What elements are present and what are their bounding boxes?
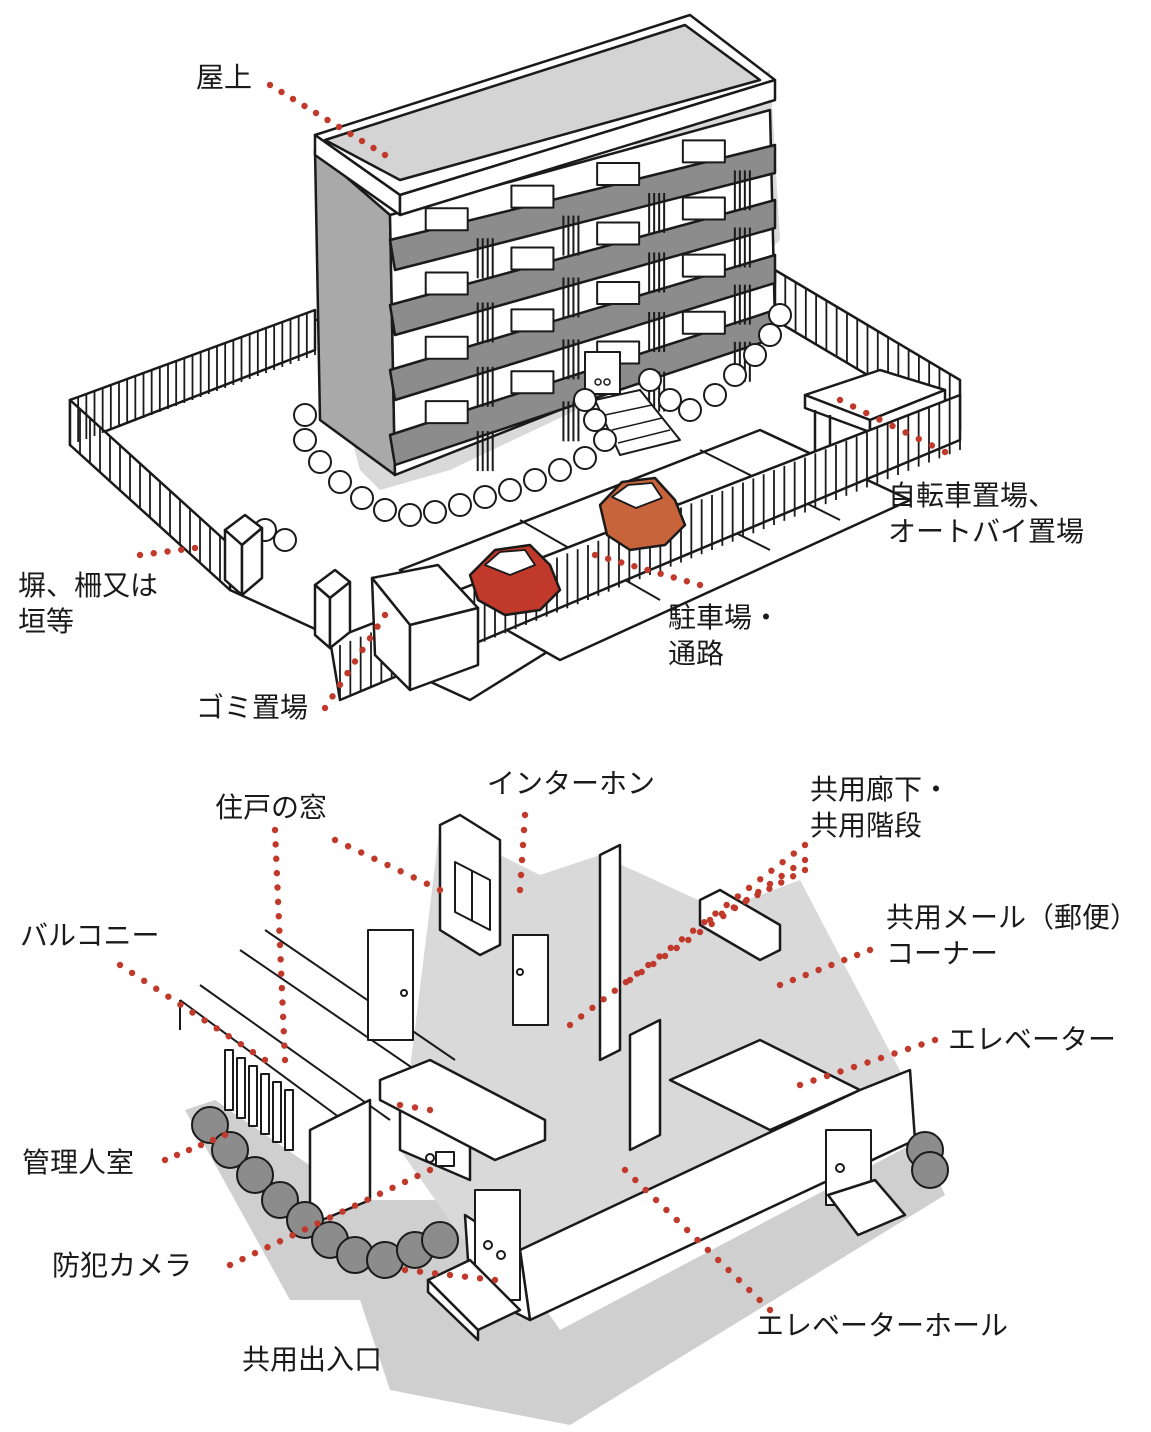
label-wall-fence-2: 垣等 — [18, 605, 75, 638]
label-intercom: インターホン — [487, 767, 656, 800]
fence-left — [68, 308, 317, 592]
label-parking-1: 駐車場・ — [668, 601, 781, 634]
label-rooftop: 屋上 — [196, 61, 253, 94]
label-corridor-1: 共用廊下・ — [810, 773, 951, 806]
floor-plan-illustration — [179, 813, 949, 1425]
label-manager-room: 管理人室 — [22, 1146, 135, 1179]
label-window: 住戸の窓 — [215, 791, 328, 824]
leader-lines — [116, 81, 949, 1314]
unit-window — [454, 861, 491, 931]
label-parking-2: 通路 — [668, 637, 725, 670]
label-wall-fence-1: 塀、柵又は — [18, 569, 159, 602]
door — [367, 929, 872, 1301]
label-balcony: バルコニー — [20, 919, 160, 952]
label-mailbox-2: コーナー — [886, 937, 999, 970]
camera-icon — [425, 1151, 455, 1167]
label-bicycle-parking-2: オートバイ置場 — [888, 515, 1085, 548]
label-elevator: エレベーター — [948, 1023, 1117, 1056]
label-camera: 防犯カメラ — [52, 1249, 193, 1282]
car-icon — [598, 476, 687, 552]
label-bicycle-parking-1: 自転車置場、 — [888, 479, 1057, 512]
garbage-shed — [370, 563, 480, 692]
car-icon — [468, 543, 562, 617]
label-mailbox-1: 共用メール（郵便） — [886, 901, 1139, 934]
label-elevator-hall: エレベーターホール — [756, 1309, 1009, 1342]
label-entrance: 共用出入口 — [242, 1343, 383, 1376]
label-corridor-2: 共用階段 — [810, 809, 923, 842]
floor-plan-walls — [308, 813, 917, 1322]
label-garbage: ゴミ置場 — [196, 691, 309, 724]
gate-post — [223, 513, 352, 650]
building-illustration — [68, 13, 962, 702]
